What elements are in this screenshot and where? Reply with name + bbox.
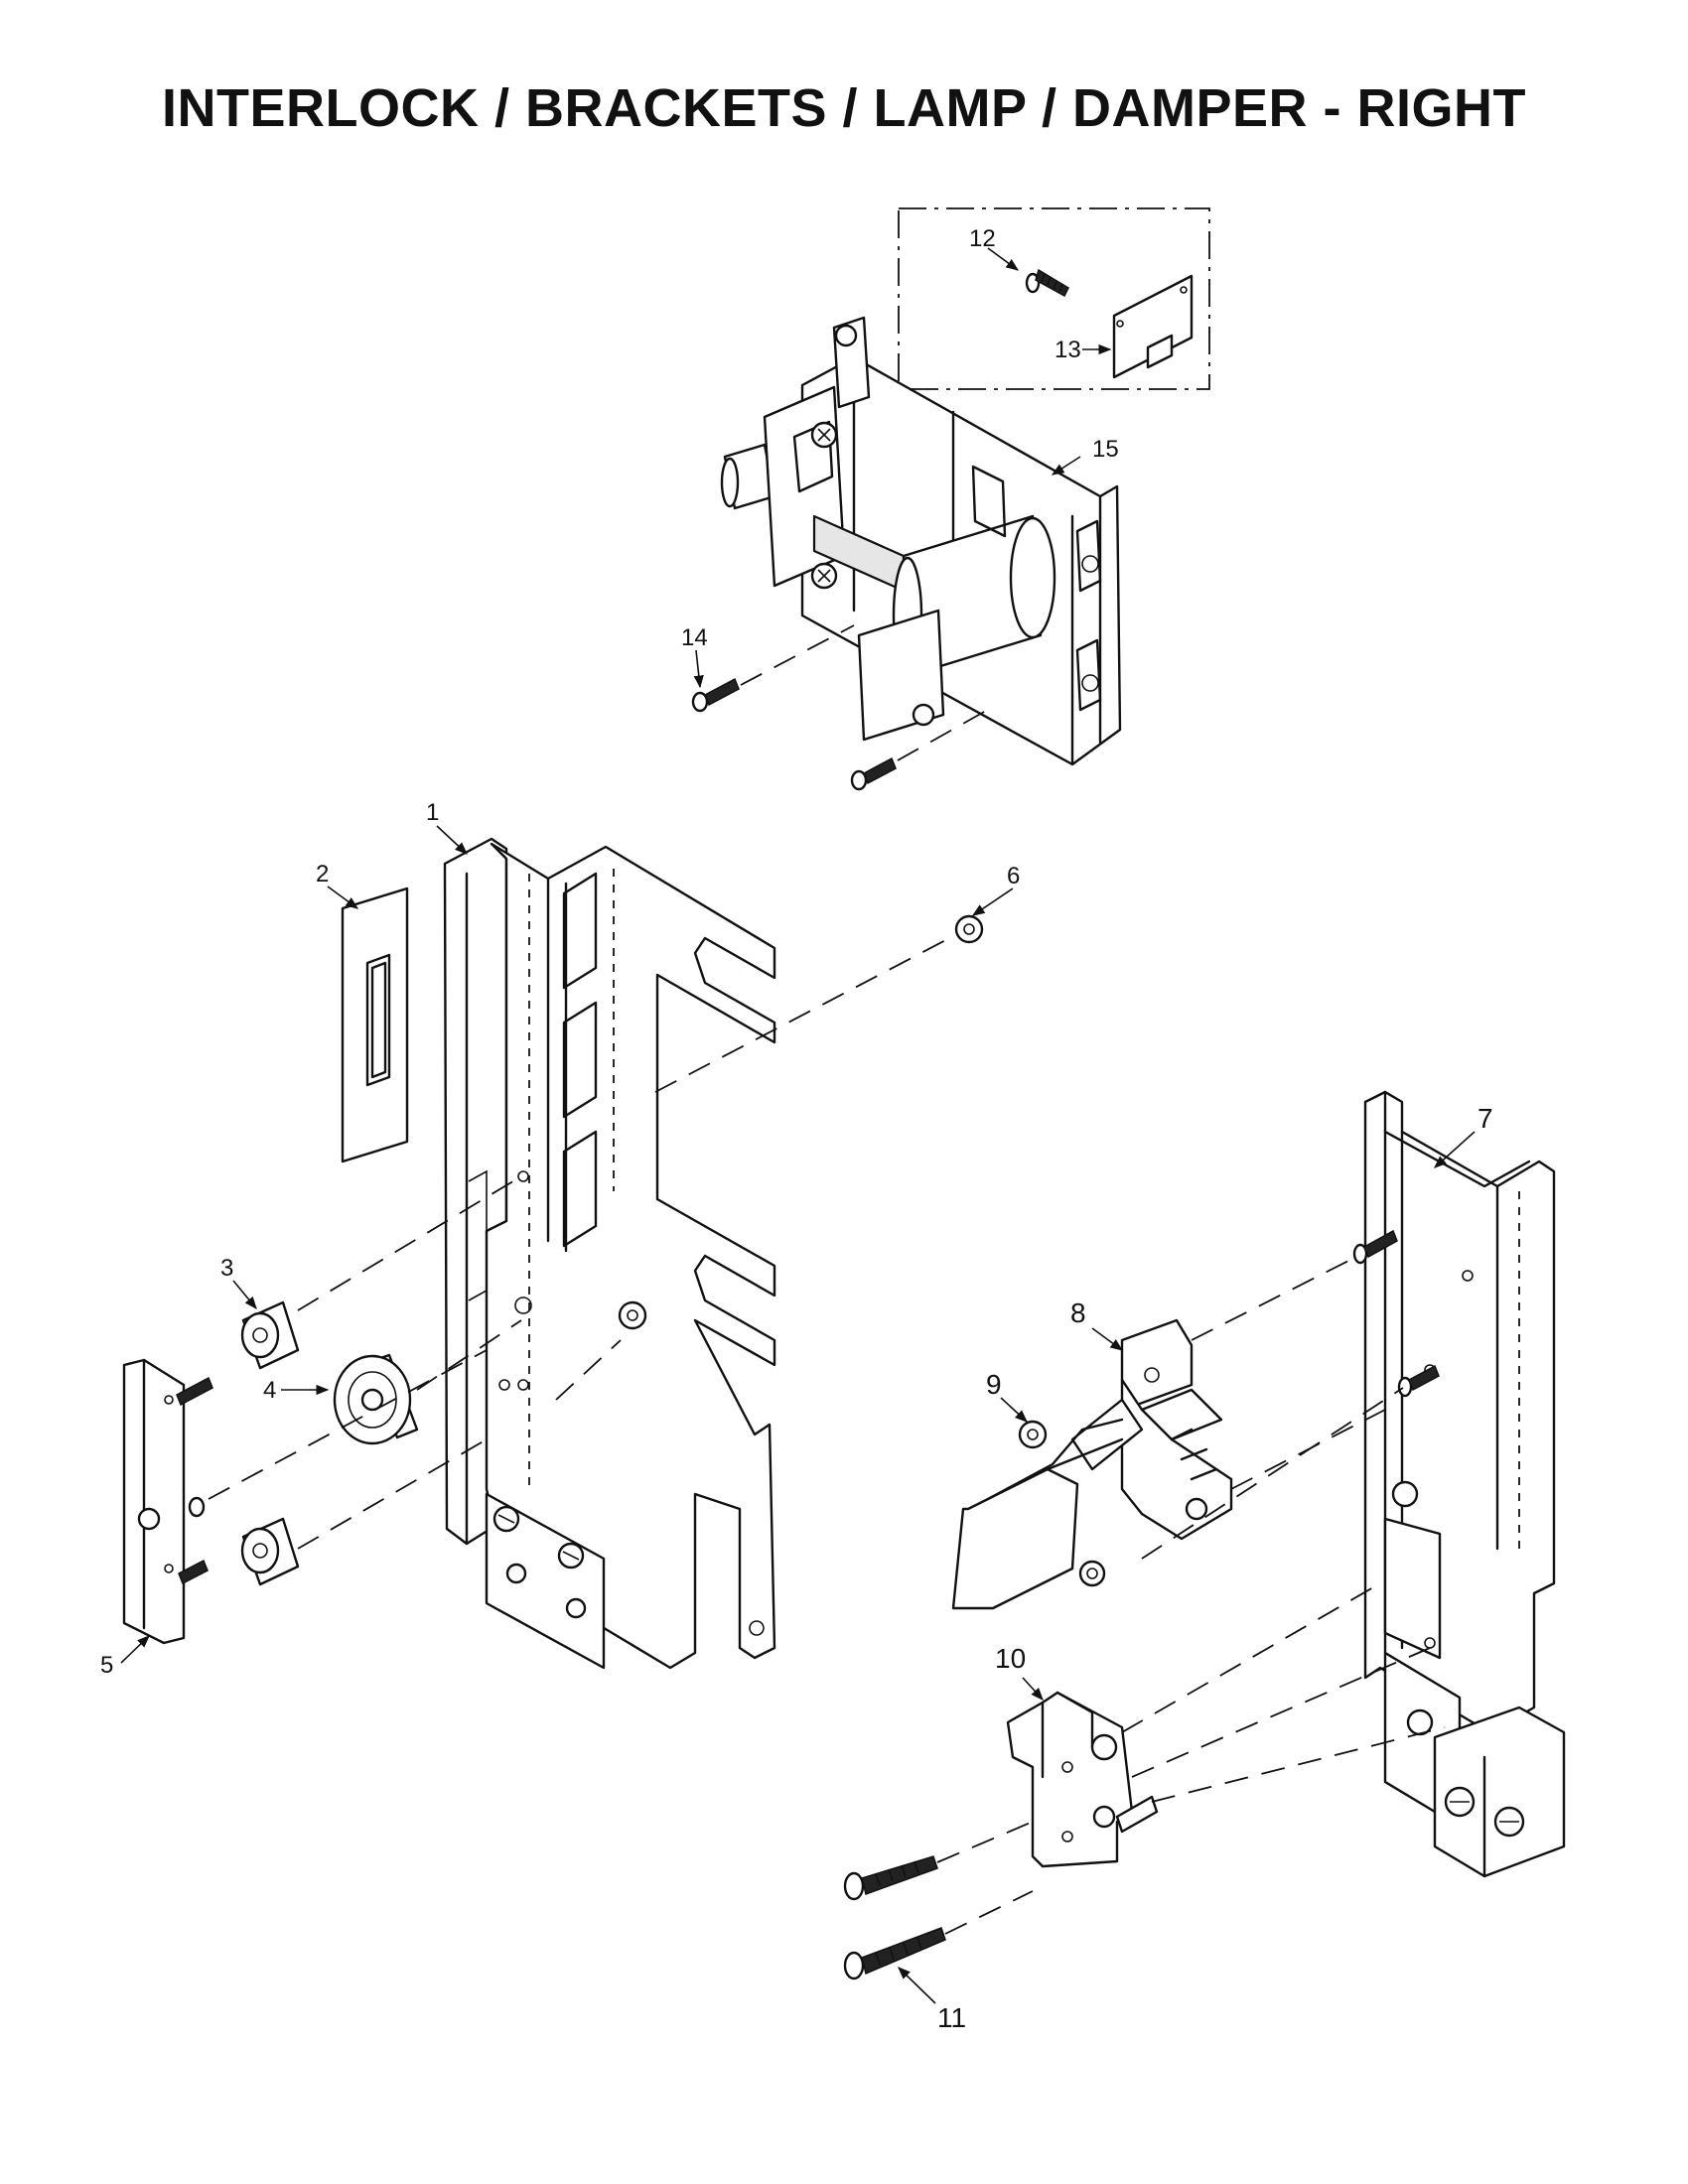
part-3-spacer-upper [240,1300,300,1370]
part-14-screw-lower [850,756,897,791]
lamp-board-detail-box [898,207,1210,390]
part-6-nut [954,914,984,944]
part-14-screw-upper [691,677,740,713]
part-5-screw-bottom [178,1559,209,1585]
leader-15 [1051,456,1081,476]
part-9-nut [1018,1420,1048,1449]
callout-2: 2 [316,861,329,887]
damper-arm [951,1418,1124,1610]
part-5-plate [122,1358,186,1645]
page-title: INTERLOCK / BRACKETS / LAMP / DAMPER - R… [161,78,1526,138]
damper-nut [1078,1560,1106,1587]
part-11-screw-upper [843,1855,938,1901]
part-10-switch [1006,1691,1159,1868]
part-15-interlock-assembly [720,316,1122,766]
leader-8 [1091,1327,1124,1351]
callout-7: 7 [1477,1103,1493,1134]
callout-12: 12 [969,225,996,252]
callout-9: 9 [986,1369,1002,1400]
leader-11 [898,1967,936,2004]
part-7-bracket [1363,1090,1566,1878]
leader-1 [436,825,468,855]
part-3-spacer-lower [240,1517,300,1586]
callout-10: 10 [995,1643,1026,1674]
leader-2 [327,886,359,909]
bracket-7-screw-upper [1352,1229,1398,1265]
callout-15: 15 [1092,436,1119,463]
callout-13: 13 [1055,337,1081,363]
leader-6 [971,887,1014,916]
part-2-plate [341,887,409,1163]
callout-6: 6 [1007,863,1020,889]
callout-4: 4 [263,1377,276,1404]
part-4-roller [333,1353,419,1445]
leader-14 [693,649,704,689]
part-5-screw-top [176,1376,213,1407]
leader-12 [987,247,1020,271]
part-8-damper [1070,1318,1233,1541]
part-11-screw-lower [843,1927,946,1980]
part-5-screw-mid [188,1496,206,1518]
callout-14: 14 [681,624,708,651]
callout-8: 8 [1070,1297,1086,1328]
part-12-screw [1025,268,1069,298]
callout-5: 5 [100,1652,113,1679]
leader-3 [232,1280,257,1309]
bracket-7-screw-lower [1397,1364,1440,1398]
bracket-nut [618,1300,647,1330]
leader-7 [1434,1131,1476,1168]
part-1-bracket [443,837,776,1670]
part-13-lamp-board [1112,274,1194,379]
leader-10 [1022,1677,1044,1701]
callout-11: 11 [937,2002,966,2033]
leader-5 [120,1635,150,1664]
callout-3: 3 [220,1255,233,1282]
leader-9 [1000,1397,1028,1423]
callout-1: 1 [426,799,439,826]
